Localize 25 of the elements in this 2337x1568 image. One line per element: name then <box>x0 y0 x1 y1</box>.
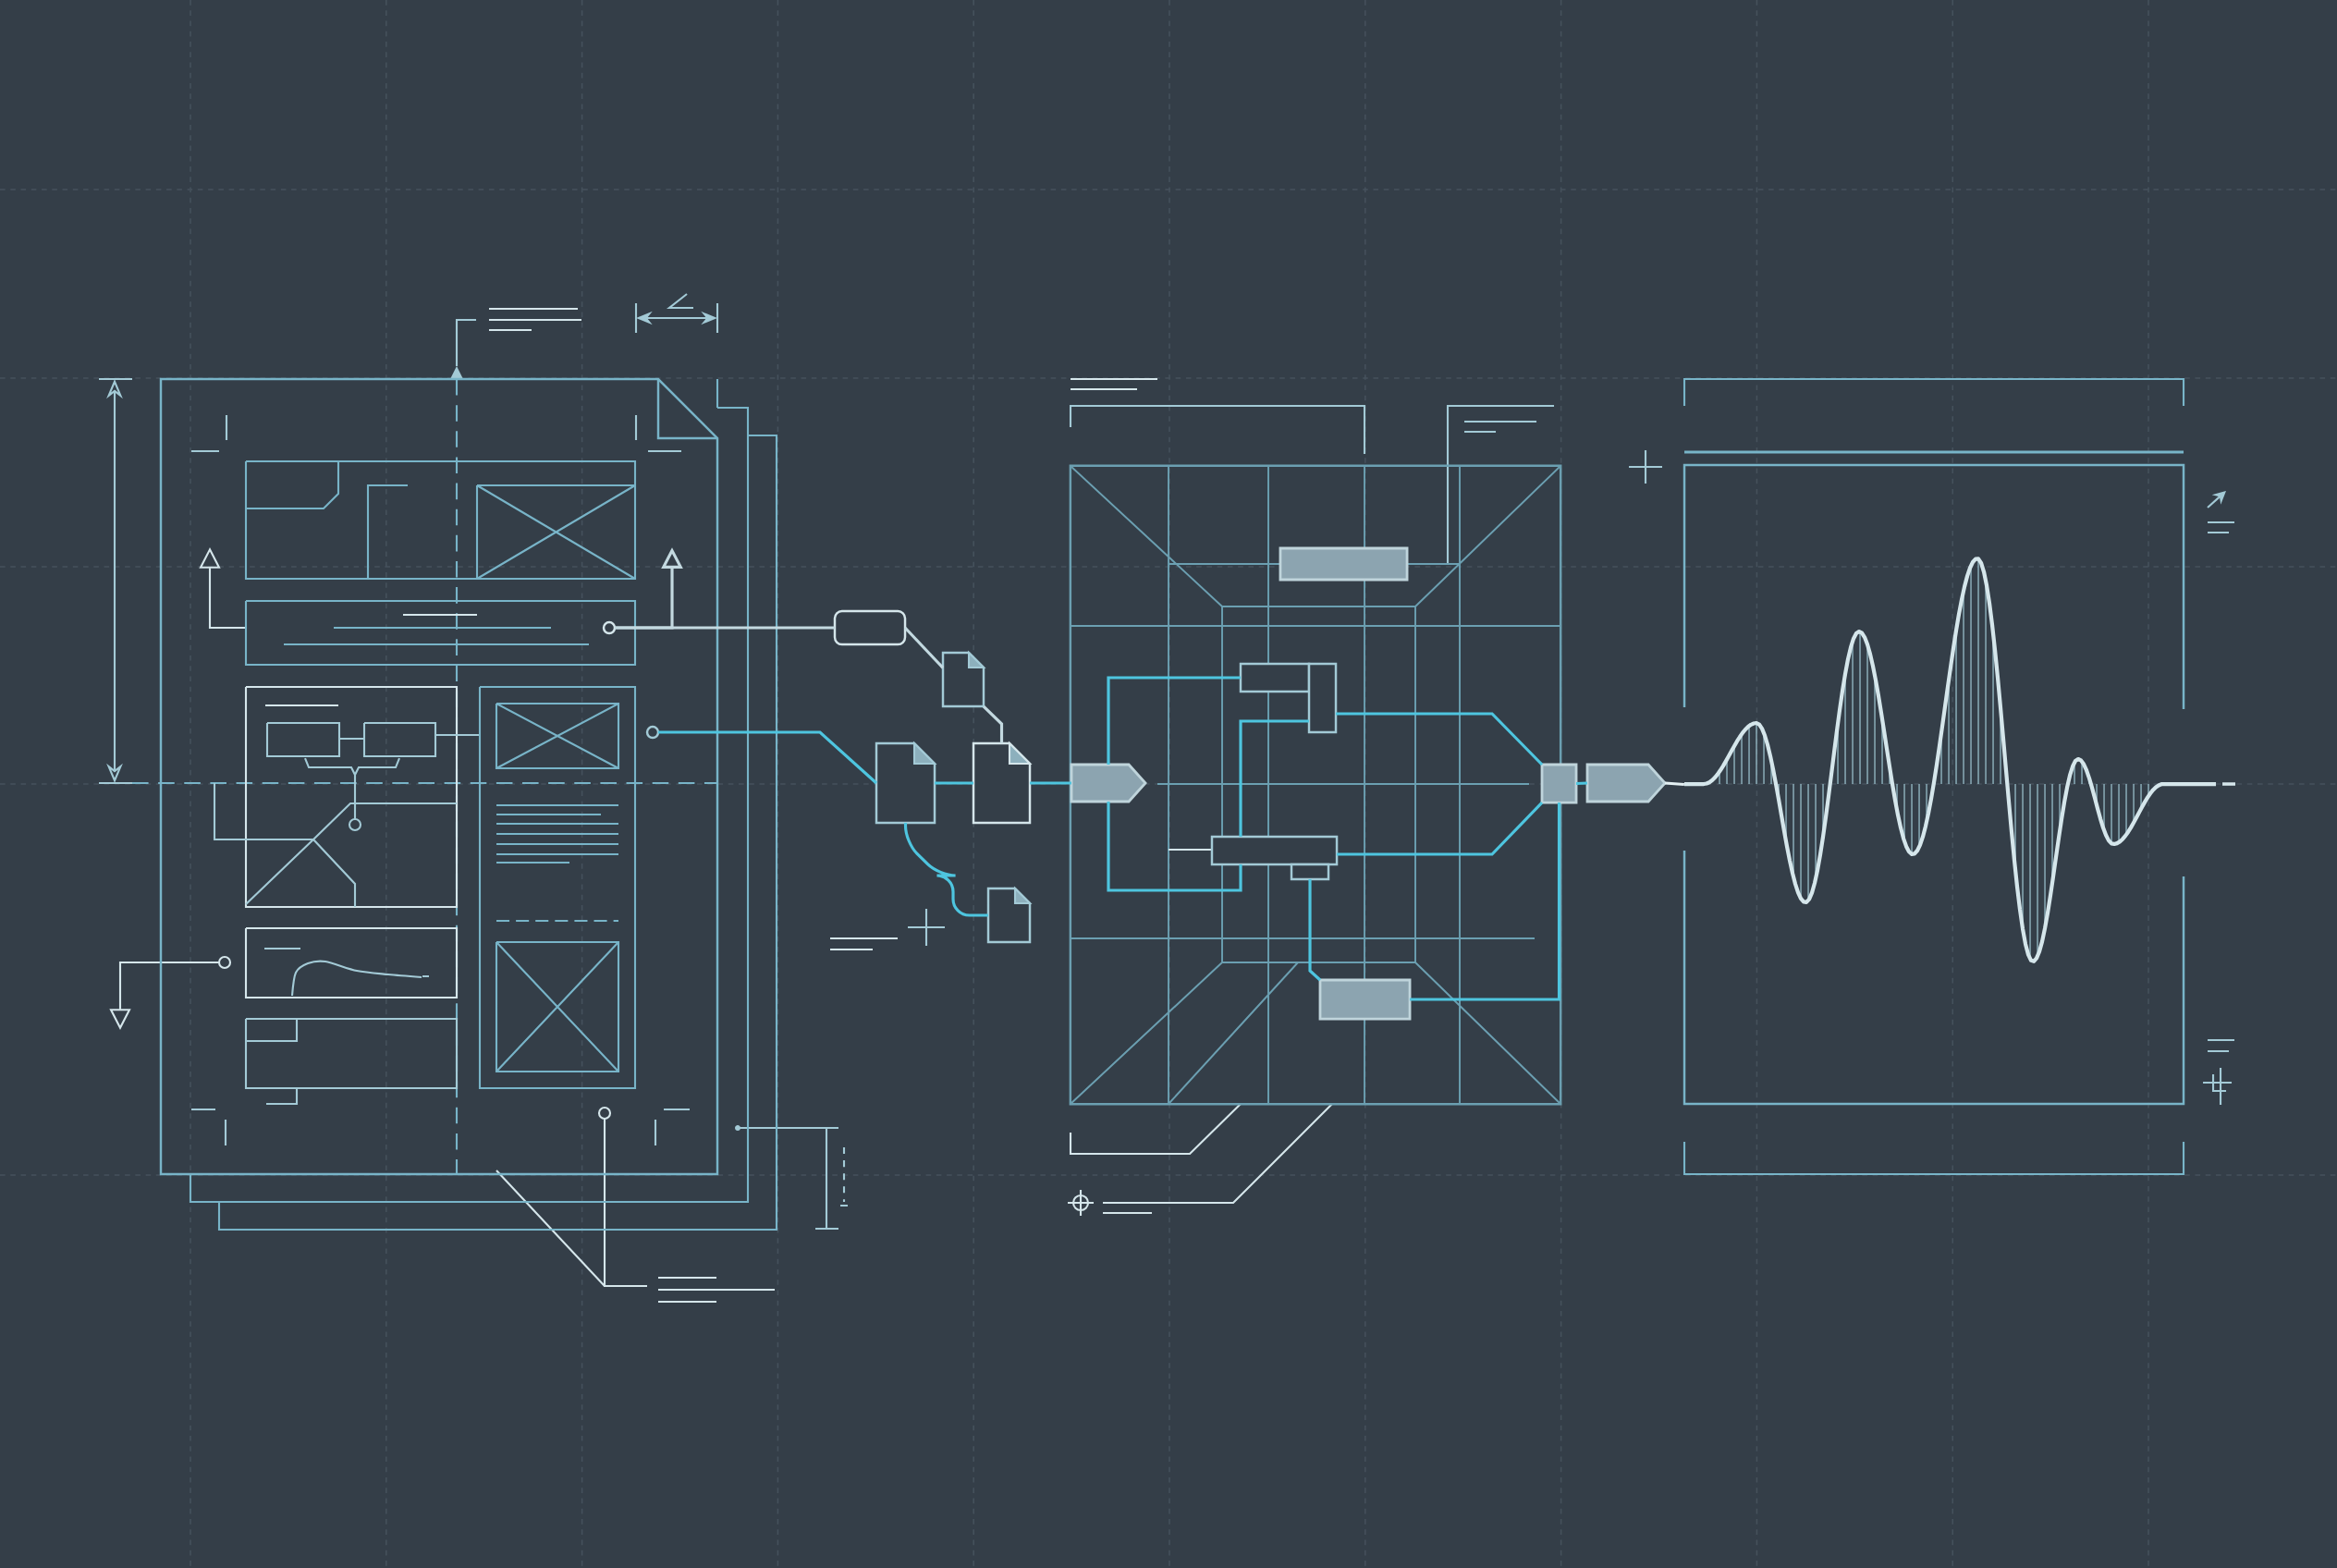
connector <box>935 781 973 785</box>
connector <box>1107 802 1242 892</box>
connector <box>1107 676 1241 765</box>
module-box <box>1239 662 1311 693</box>
filled-block <box>1540 763 1578 804</box>
connector <box>1308 879 1322 982</box>
connector <box>1336 712 1544 766</box>
filled-block <box>1318 978 1412 1021</box>
connector <box>1239 719 1309 837</box>
module-box <box>1290 863 1330 881</box>
arrow-tag <box>1070 763 1147 803</box>
connector <box>903 626 945 669</box>
connector <box>1664 781 1684 787</box>
tab-box <box>833 609 907 646</box>
connector <box>982 704 1004 743</box>
filled-block <box>1279 546 1409 582</box>
module-box <box>1307 662 1338 734</box>
connector <box>1410 802 1561 1001</box>
connector <box>1337 801 1544 856</box>
wireframe-grid <box>1069 464 1562 1106</box>
connector <box>1030 781 1071 785</box>
connector <box>903 823 988 917</box>
connector <box>1575 781 1588 786</box>
arrow-tag <box>1585 763 1667 803</box>
waveform-panel <box>1682 463 2185 1106</box>
